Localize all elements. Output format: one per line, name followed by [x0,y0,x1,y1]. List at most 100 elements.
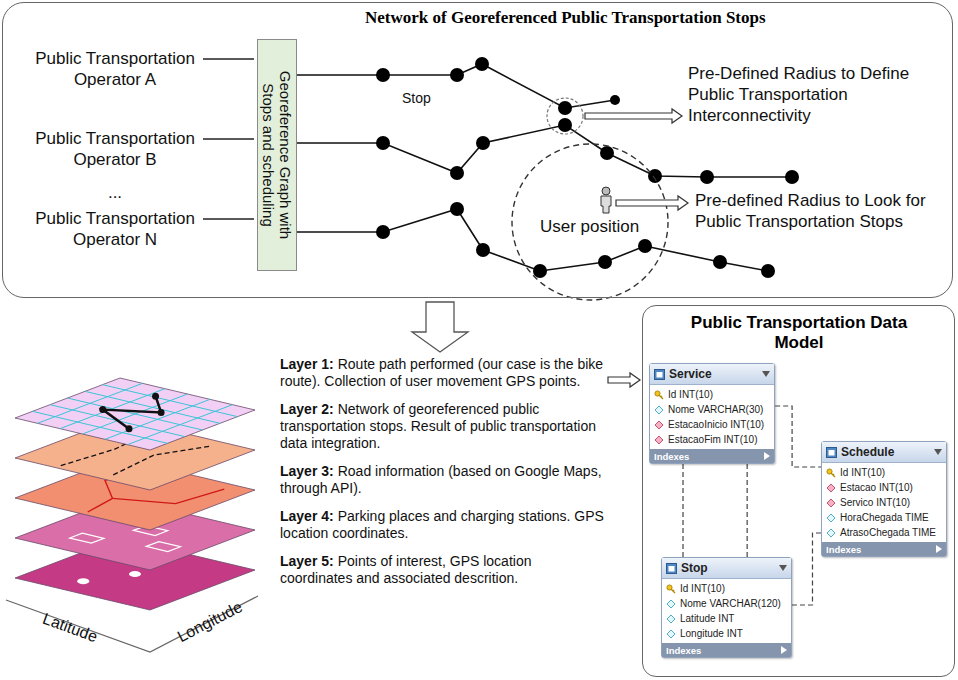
fk-icon [654,435,664,445]
road-line [113,489,225,503]
stop-dot [476,136,490,150]
field-row: Id INT(10) [650,387,774,402]
entity-table: Service Id INT(10)Nome VARCHAR(30) Estacao… [649,363,775,464]
relation-line [747,464,748,557]
layer-entry: Layer 2:Network of georeferenced public … [280,401,605,452]
parking-spot [146,542,180,552]
table-header: Service [650,364,774,385]
box-label: Georeference Graph with Stops and schedu… [260,55,294,255]
operator-label: Public Transportation Operator A [20,48,210,90]
stop-dot [476,243,490,257]
field-row: Longitude INT [662,626,791,641]
table-header: Stop [662,558,791,579]
feed-line [203,58,254,59]
field-icon [666,614,676,624]
layer-list: Layer 1:Route path performed (our case i… [280,356,605,598]
route-point [152,393,159,400]
user-icon [602,187,610,195]
operator-label: Public Transportation Operator N [20,208,210,250]
panel-title: Public Transportation Data Model [689,313,909,353]
layer-name: Layer 2: [280,401,334,417]
grid-line [103,385,238,417]
table-footer: Indexes [650,449,774,463]
search-radius [512,144,668,300]
dashed-route [113,446,211,475]
field-name: Latitude INT [680,613,734,624]
field-name: Servico INT(10) [840,497,910,508]
interconnect-radius [547,98,583,134]
index-label: Indexes [666,645,701,656]
stop-dot [598,255,612,269]
expand-mark [780,646,787,654]
layer-entry: Layer 1:Route path performed (our case i… [280,356,605,390]
parking-spot [70,533,104,543]
network-line [294,125,792,177]
key-icon [666,584,676,594]
field-icon [654,405,664,415]
stop-dot [450,202,464,216]
poi-mark [129,571,141,577]
field-icon [826,513,836,523]
table-footer: Indexes [662,643,791,657]
layer-name: Layer 4: [280,508,334,524]
field-name: HoraChegada TIME [840,512,929,523]
fk-icon [654,420,664,430]
stop-dot [610,95,620,105]
entity-table: ScheduleId INT(10)Estacao INT(10)Servico… [821,441,947,557]
table-name: Service [669,367,712,381]
user-icon [601,196,611,213]
stop-dot [648,169,662,183]
user-label: User position [540,216,660,237]
field-icon [666,629,676,639]
field-row: Servico INT(10) [822,495,946,510]
field-row: HoraChegada TIME [822,510,946,525]
index-label: Indexes [826,544,861,555]
relation-line [775,406,821,467]
stop-dot [558,118,572,132]
stop-dot [533,264,547,278]
stop-dot [713,255,727,269]
layer-name: Layer 5: [280,553,334,569]
key-icon [654,390,664,400]
relation-line [682,464,683,557]
field-row: Nome VARCHAR(30) [650,402,774,417]
relation-line [792,533,821,605]
field-row: Id INT(10) [662,581,791,596]
ellipsis: ... [20,182,210,203]
stop-dot [376,136,390,150]
layer-entry: Layer 3:Road information (based on Googl… [280,463,605,497]
table-header: Schedule [822,442,946,463]
stop-dot [376,225,390,239]
stop-dot [450,68,464,82]
poi-mark [77,578,89,584]
field-name: Longitude INT [680,628,743,639]
flow-arrow [412,302,468,352]
route-point [99,406,106,413]
table-icon [826,447,837,458]
stop-dot [700,170,714,184]
callout-text: Pre-defined Radius to Look for Public Tr… [695,190,945,232]
feed-line [203,218,254,219]
illustration [6,57,799,652]
stop-label: Stop [402,90,442,107]
field-name: AtrasoChegada TIME [840,527,936,538]
stop-dot [376,68,390,82]
field-name: EstacaoInicio INT(10) [668,419,764,430]
fk-icon [826,483,836,493]
axis-label: Longitude [165,593,254,652]
stop-dot [600,146,614,160]
callout-arrow [585,109,682,123]
stop-dot [450,166,464,180]
stop-dot [761,264,775,278]
stop-dot [558,101,572,115]
stop-dot [475,57,489,71]
group-panel: ServiceId INT(10)Nome VARCHAR(30)Estacao… [642,305,955,677]
layer-name: Layer 1: [280,356,334,372]
field-row: Id INT(10) [822,465,946,480]
field-row: EstacaoInicio INT(10) [650,417,774,432]
field-icon [826,528,836,538]
layer-name: Layer 3: [280,463,334,479]
stop-dot [638,239,652,253]
field-row: Nome VARCHAR(120) [662,596,791,611]
route-point [158,409,165,416]
